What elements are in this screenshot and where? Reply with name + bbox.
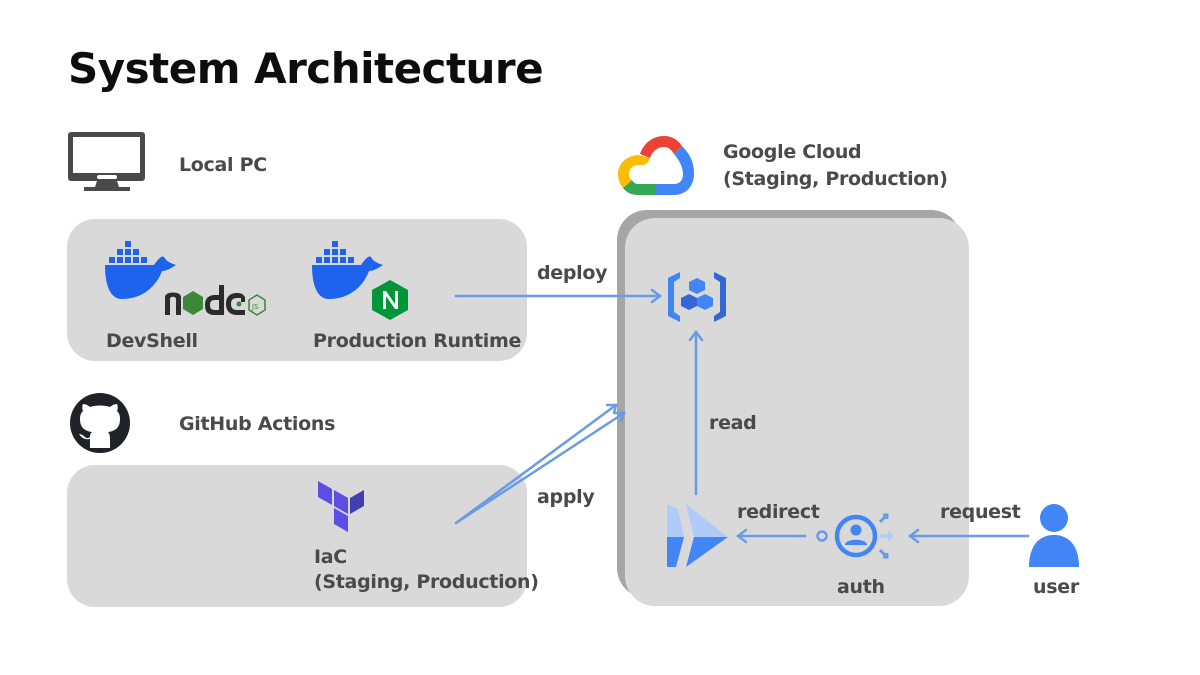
nodejs-icon: JS: [163, 283, 275, 319]
apply-arrow-2: [454, 411, 626, 525]
google-cloud-env-label: (Staging, Production): [723, 168, 948, 190]
user-icon: [1028, 503, 1080, 569]
terraform-icon: [317, 480, 367, 536]
iac-env-label: (Staging, Production): [314, 571, 539, 593]
artifact-registry-icon: [664, 268, 730, 326]
docker-icon: [104, 241, 180, 301]
iac-label: IaC: [314, 546, 347, 568]
local-pc-label: Local PC: [179, 154, 267, 176]
cloud-run-icon: [666, 503, 730, 569]
iap-icon: [812, 512, 906, 562]
page-title: System Architecture: [68, 44, 544, 93]
request-label: request: [940, 501, 1021, 523]
deploy-arrowhead: [650, 288, 663, 304]
deploy-label: deploy: [537, 262, 608, 284]
github-actions-panel: [67, 465, 527, 607]
user-label: user: [1033, 576, 1079, 598]
github-actions-label: GitHub Actions: [179, 413, 336, 435]
docker-icon: [311, 241, 387, 301]
monitor-icon: [67, 131, 147, 193]
github-icon: [68, 392, 132, 454]
svg-text:JS: JS: [251, 303, 259, 311]
redirect-label: redirect: [737, 501, 820, 523]
apply-label: apply: [537, 486, 595, 508]
read-label: read: [709, 412, 757, 434]
google-cloud-icon: [616, 132, 698, 198]
production-runtime-label: Production Runtime: [313, 330, 522, 352]
devshell-label: DevShell: [106, 330, 198, 352]
nginx-icon: [371, 279, 409, 321]
google-cloud-label: Google Cloud: [723, 141, 862, 163]
auth-label: auth: [837, 576, 885, 598]
apply-arrow: [454, 403, 618, 525]
